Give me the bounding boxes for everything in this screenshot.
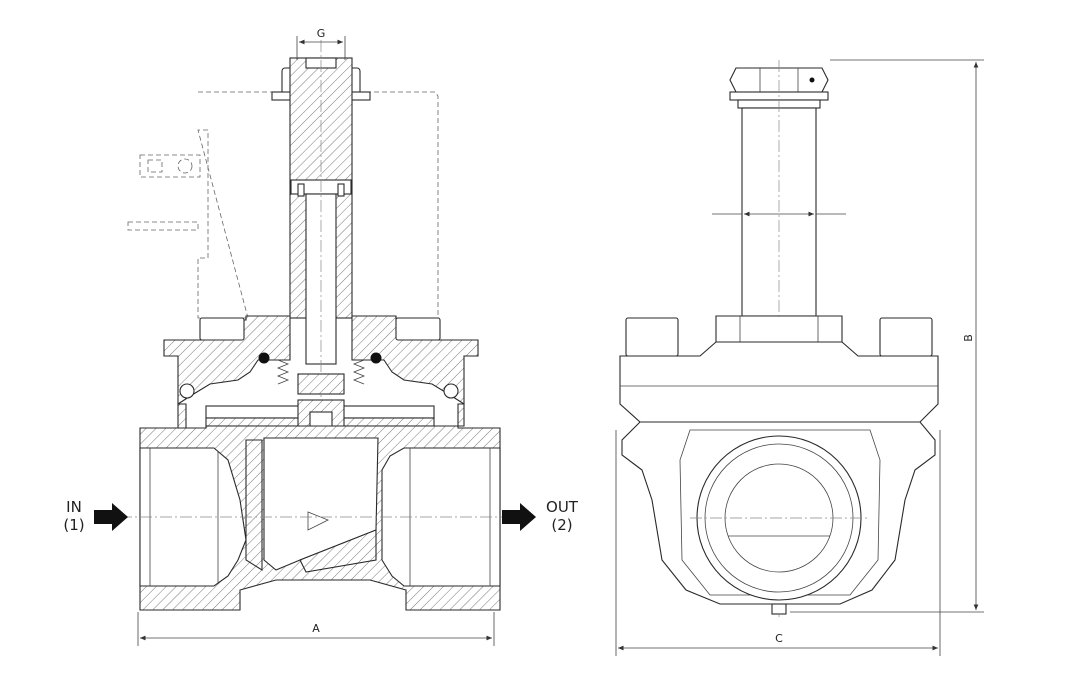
body-bolt-right (443, 383, 459, 399)
body-bolt-left (179, 383, 195, 399)
inlet-port-number: (1) (63, 516, 84, 534)
outlet-arrow (502, 503, 536, 531)
dimension-c-label: C (775, 632, 783, 645)
dimension-g-label: G (317, 27, 326, 40)
plunger (305, 193, 337, 365)
coil-connector (127, 154, 201, 231)
dimension-b (790, 59, 984, 613)
bonnet-hex (715, 315, 843, 343)
section-view (94, 40, 536, 611)
dimension-a-label: A (312, 622, 320, 635)
flow-direction-mark (307, 511, 329, 531)
inlet-arrow (94, 503, 128, 531)
o-ring-right (370, 352, 382, 364)
dimension-b-label: B (962, 334, 975, 342)
bonnet-screw-right (395, 317, 441, 341)
side-screw-right (879, 317, 933, 357)
spring-right (352, 359, 366, 385)
spring-left (276, 359, 290, 385)
side-view (619, 60, 939, 620)
dimension-a (137, 612, 495, 646)
inlet-label: IN (66, 498, 82, 516)
inlet-port (139, 447, 247, 587)
dimension-c (615, 430, 941, 656)
outlet-label: OUT (546, 498, 579, 516)
side-screw-left (625, 317, 679, 357)
dimension-g (296, 36, 346, 60)
bonnet-flange (619, 341, 939, 423)
outlet-port-number: (2) (551, 516, 572, 534)
o-ring-left (258, 352, 270, 364)
bonnet-screw-left (199, 317, 245, 341)
